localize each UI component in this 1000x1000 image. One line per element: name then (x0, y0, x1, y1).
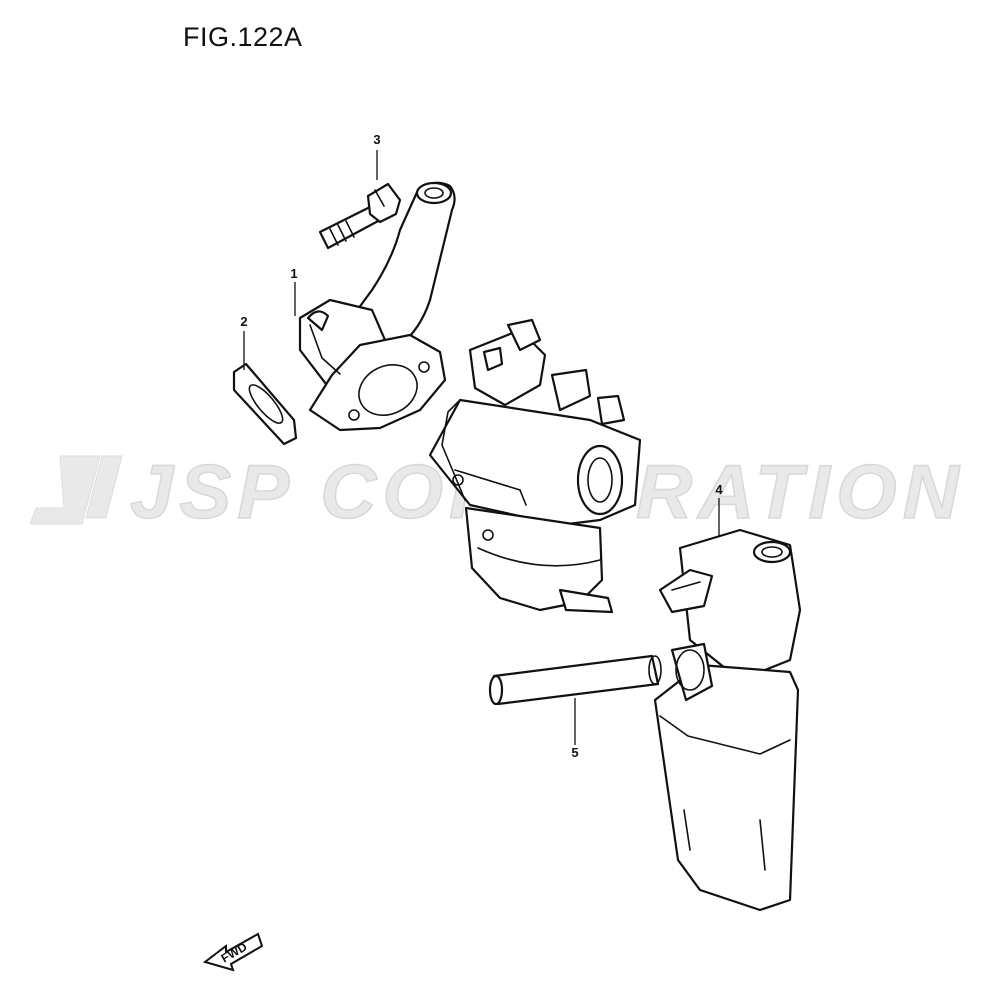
callout-1: 1 (290, 266, 298, 281)
hose-part (488, 654, 662, 706)
silencer-part (653, 528, 802, 912)
callout-5: 5 (571, 745, 579, 760)
callout-4: 4 (715, 482, 723, 497)
gasket-part (232, 362, 298, 446)
callout-2: 2 (240, 314, 248, 329)
leader-lines (243, 150, 720, 745)
watermark-logo (30, 455, 123, 525)
fwd-direction-badge: FWD (202, 932, 264, 972)
carburetor-part (428, 318, 642, 614)
fwd-arrow-icon (202, 932, 264, 972)
intake-manifold-part (298, 181, 456, 432)
figure-title: FIG.122A (183, 22, 303, 52)
callout-3: 3 (373, 132, 381, 147)
bolt-part (318, 182, 402, 250)
